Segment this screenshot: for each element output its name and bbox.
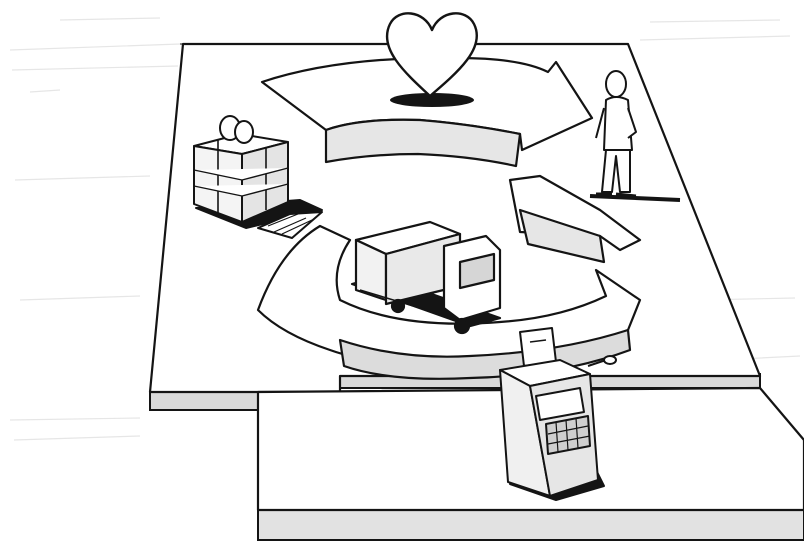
cash-register-icon — [499, 327, 617, 501]
person-icon — [589, 70, 681, 202]
truck-icon — [350, 220, 502, 335]
heart-icon — [385, 12, 479, 107]
background-sketch-lines — [9, 17, 801, 441]
gift-box-icon — [193, 115, 323, 239]
